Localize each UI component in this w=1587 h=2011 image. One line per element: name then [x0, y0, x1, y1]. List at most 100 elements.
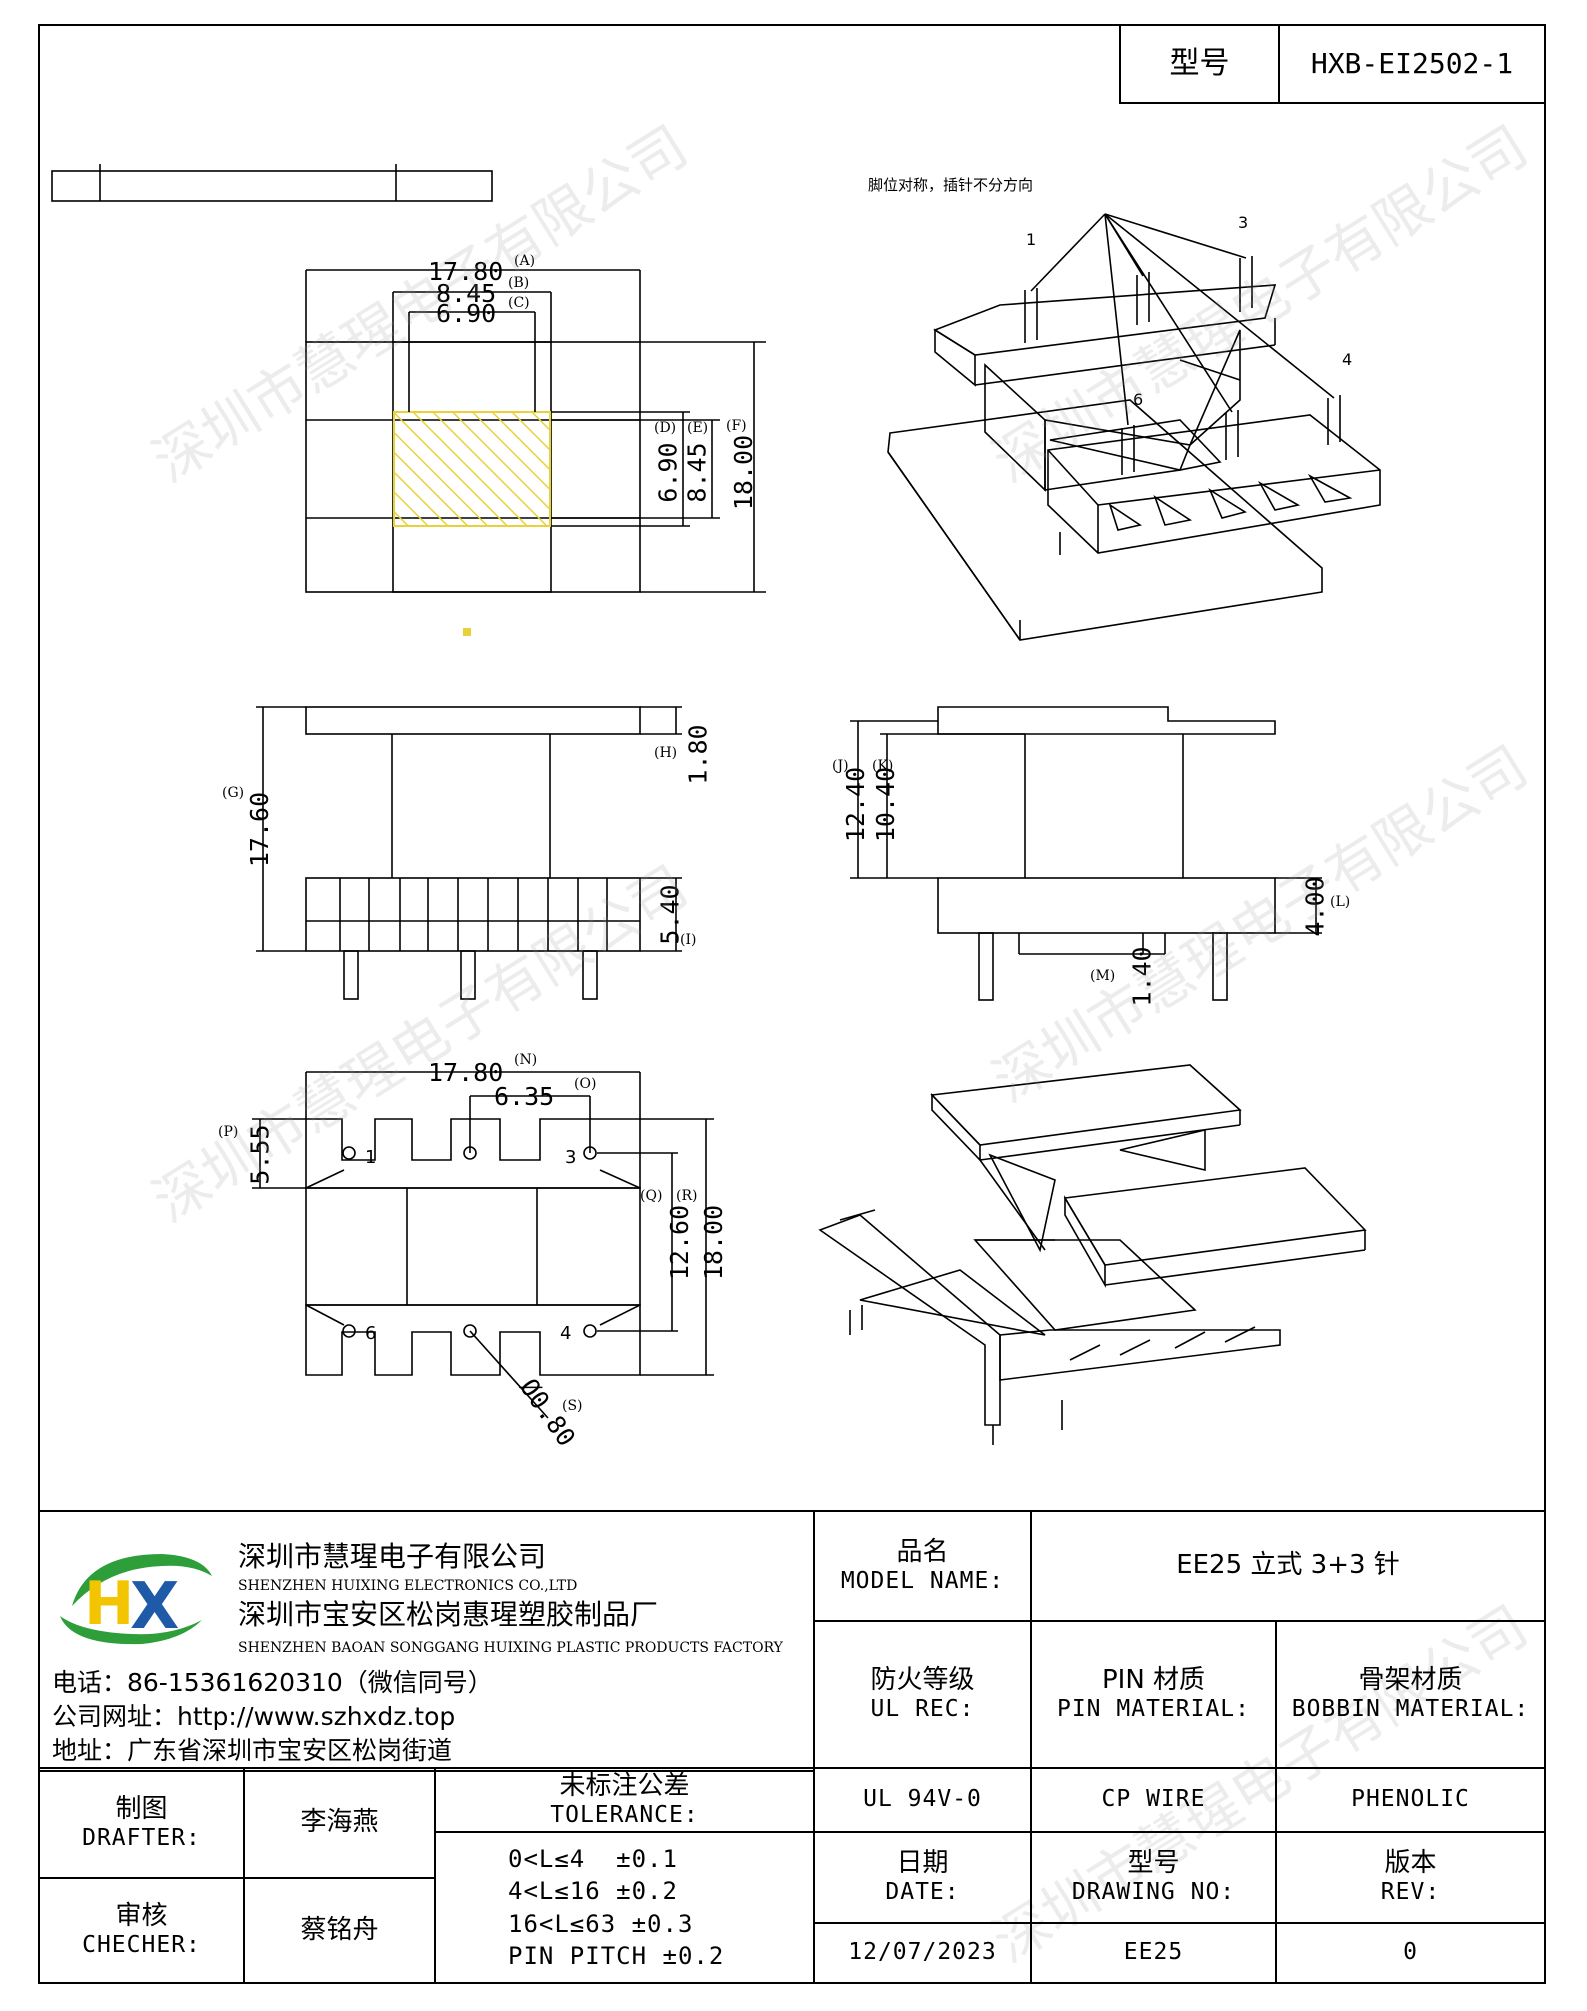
model-name-label-cell: 品名 MODEL NAME:: [813, 1510, 1032, 1622]
tag-f: (F): [726, 418, 747, 434]
company-website: 公司网址：http://www.szhxdz.top: [52, 1702, 456, 1731]
iso-view-bottom: [818, 1064, 1367, 1445]
dim-l: 4.00: [1300, 876, 1330, 937]
dim-k: 10.40: [871, 766, 901, 843]
tolerance-label-cn: 未标注公差: [559, 1770, 690, 1801]
model-value-cell: HXB-EI2502-1: [1278, 24, 1546, 104]
tag-d: (D): [654, 420, 677, 436]
tag-s: (S): [562, 1398, 583, 1414]
drawing-no-value: EE25: [1123, 1939, 1184, 1966]
rev-label-en: REV:: [1380, 1879, 1441, 1906]
company-info-cell: H X 深圳市慧瑆电子有限公司 SHENZHEN HUIXING ELECTRO…: [38, 1510, 815, 1772]
tolerance-values-cell: 0<L≤4 ±0.1 4<L≤16 ±0.2 16<L≤63 ±0.3 PIN …: [434, 1831, 815, 1984]
tag-g: (G): [222, 785, 245, 801]
checker-value-cell: 蔡铭舟: [243, 1877, 436, 1984]
tolerance-label-en: TOLERANCE:: [550, 1801, 699, 1828]
tag-a: (A): [514, 253, 536, 269]
company-name-cn: 深圳市慧瑆电子有限公司: [238, 1540, 547, 1573]
date-value-cell: 12/07/2023: [813, 1922, 1032, 1984]
company-phone: 电话：86-15361620310（微信同号）: [52, 1668, 493, 1697]
tag-q: (Q): [640, 1188, 663, 1204]
tag-r: (R): [676, 1188, 698, 1204]
bottom-view: [252, 1071, 714, 1419]
drafter-value-cell: 李海燕: [243, 1767, 436, 1879]
pin-material-label-cn: PIN 材质: [1101, 1665, 1206, 1696]
model-value: HXB-EI2502-1: [1310, 47, 1514, 81]
tag-p: (P): [218, 1124, 239, 1140]
tag-j: (J): [832, 758, 849, 774]
drafter-value: 李海燕: [300, 1807, 379, 1838]
ul-rec-label-en: UL REC:: [870, 1696, 975, 1723]
tag-m: (M): [1090, 968, 1116, 984]
pin-note: 脚位对称，插针不分方向: [868, 176, 1033, 194]
bottom-pin-3: 3: [565, 1147, 576, 1168]
tolerance-label-cell: 未标注公差 TOLERANCE:: [434, 1767, 815, 1833]
technical-drawing: 脚位对称，插针不分方向 1 3 4 6: [51, 164, 1381, 1445]
ul-value-cell: UL 94V-0: [813, 1767, 1032, 1833]
bobbin-material-label-cell: 骨架材质 BOBBIN MATERIAL:: [1275, 1620, 1546, 1769]
company-name-en: SHENZHEN HUIXING ELECTRONICS CO.,LTD: [238, 1578, 578, 1594]
checker-value: 蔡铭舟: [300, 1914, 379, 1945]
hatch-marker: [463, 628, 471, 636]
bobbin-material-label-en: BOBBIN MATERIAL:: [1291, 1696, 1530, 1723]
date-label-cn: 日期: [896, 1848, 949, 1879]
top-view: [305, 269, 766, 593]
tag-n: (N): [514, 1052, 538, 1068]
drafter-label-cn: 制图: [115, 1793, 168, 1824]
dim-q: 12.60: [665, 1204, 695, 1281]
front-view: [256, 706, 682, 1000]
drawing-no-value-cell: EE25: [1030, 1922, 1277, 1984]
logo-h: H: [84, 1569, 134, 1639]
date-label-cell: 日期 DATE:: [813, 1831, 1032, 1924]
company-logo: H X: [60, 1554, 212, 1645]
rev-label-cell: 版本 REV:: [1275, 1831, 1546, 1924]
rev-label-cn: 版本: [1384, 1848, 1437, 1879]
top-profile: [51, 164, 493, 202]
bobbin-material-value-cell: PHENOLIC: [1275, 1767, 1546, 1833]
pin-material-value: CP WIRE: [1101, 1786, 1206, 1813]
dim-g: 17.60: [245, 791, 275, 868]
pin-material-label-cell: PIN 材质 PIN MATERIAL:: [1030, 1620, 1277, 1769]
tag-b: (B): [508, 275, 530, 291]
tag-h: (H): [654, 745, 678, 761]
dim-h: 1.80: [683, 724, 713, 785]
drawing-no-label-en: DRAWING NO:: [1071, 1879, 1236, 1906]
pin-label-1: 1: [1026, 230, 1036, 249]
dim-e: 8.45: [682, 442, 712, 503]
pin-label-3: 3: [1238, 213, 1248, 232]
tag-c: (C): [508, 295, 530, 311]
dim-c: 6.90: [436, 299, 497, 328]
dim-j: 12.40: [841, 766, 871, 843]
model-label-cell: 型号: [1119, 24, 1280, 104]
factory-name-cn: 深圳市宝安区松岗惠瑆塑胶制品厂: [238, 1598, 659, 1631]
tag-o: (O): [574, 1076, 597, 1092]
pin-label-6: 6: [1133, 390, 1143, 409]
drawing-no-label-cell: 型号 DRAWING NO:: [1030, 1831, 1277, 1924]
drafter-label-cell: 制图 DRAFTER:: [38, 1767, 245, 1879]
dim-n: 17.80: [428, 1058, 504, 1087]
checker-label-cell: 审核 CHECHER:: [38, 1877, 245, 1984]
pin-material-label-en: PIN MATERIAL:: [1056, 1696, 1250, 1723]
dim-r: 18.00: [699, 1204, 729, 1281]
tag-e: (E): [687, 420, 709, 436]
dim-p: 5.55: [245, 1124, 275, 1185]
model-name-label-en: MODEL NAME:: [840, 1567, 1005, 1594]
dim-b: 8.45: [436, 279, 497, 308]
model-name-value-cell: EE25 立式 3+3 针: [1030, 1510, 1546, 1622]
logo-x: X: [130, 1570, 179, 1644]
bottom-pin-1: 1: [365, 1147, 376, 1168]
rev-value-cell: 0: [1275, 1922, 1546, 1984]
tag-k: (K): [872, 758, 894, 774]
ul-rec-label-cell: 防火等级 UL REC:: [813, 1620, 1032, 1769]
factory-name-en: SHENZHEN BAOAN SONGGANG HUIXING PLASTIC …: [238, 1640, 783, 1656]
drawing-no-label-cn: 型号: [1127, 1848, 1180, 1879]
model-name-value: EE25 立式 3+3 针: [1176, 1550, 1400, 1581]
tolerance-line-2: 4<L≤16 ±0.2: [508, 1877, 678, 1906]
iso-view-top: [887, 213, 1381, 641]
bottom-pin-6: 6: [365, 1323, 376, 1344]
pin-label-4: 4: [1342, 350, 1352, 369]
model-name-label-cn: 品名: [896, 1536, 949, 1567]
drafter-label-en: DRAFTER:: [82, 1824, 201, 1851]
date-value: 12/07/2023: [848, 1939, 997, 1966]
model-label: 型号: [1169, 46, 1230, 81]
